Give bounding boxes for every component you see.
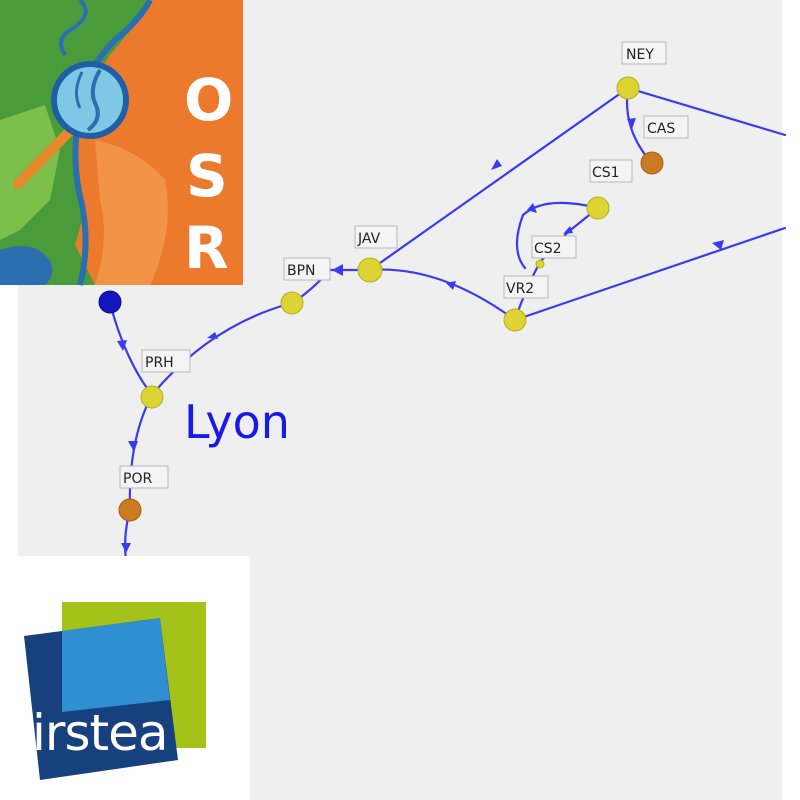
station-markers — [98, 76, 664, 522]
osr-letter-s: S — [186, 142, 228, 210]
city-label-lyon: Lyon — [184, 395, 290, 449]
station-source[interactable] — [98, 290, 122, 314]
route-cs1-to-vr2-loop — [515, 201, 600, 270]
route-east-to-ney — [626, 86, 787, 137]
label-jav: JAV — [357, 231, 381, 247]
arrow-loop — [527, 203, 537, 213]
arrow-cs1-cs2 — [563, 226, 573, 234]
label-bg-ney — [621, 41, 667, 65]
arrow-east-vr2 — [712, 240, 724, 250]
arrow-downstream — [121, 543, 131, 553]
map-margin — [782, 0, 800, 800]
label-ney: NEY — [626, 47, 654, 63]
route-ney-to-jav — [368, 86, 630, 272]
station-cas[interactable] — [640, 151, 664, 175]
osr-river-branch — [59, 0, 88, 57]
arrow-bpn-prh — [207, 332, 218, 339]
osr-letter-r: R — [184, 214, 229, 282]
label-bg-vr2 — [503, 275, 549, 299]
station-jav[interactable] — [357, 257, 383, 283]
flow-arrows — [117, 118, 724, 553]
arrow-ney-jav — [491, 159, 502, 170]
label-bg-jav — [354, 225, 398, 249]
station-cs2[interactable] — [535, 259, 545, 269]
magnifier-river-icon-2 — [75, 71, 84, 109]
arrow-prh-por — [128, 441, 138, 452]
irstea-logo: irstea — [0, 556, 250, 800]
osr-logo: O S R — [0, 0, 243, 286]
label-bg-cas — [643, 115, 689, 139]
magnifier-handle-icon — [13, 128, 73, 189]
station-por[interactable] — [118, 498, 142, 522]
label-bg-por — [119, 465, 169, 489]
arrow-ney-cas — [627, 118, 636, 129]
osr-letter-o: O — [184, 66, 233, 134]
station-prh[interactable] — [140, 385, 164, 409]
label-bg-bpn — [283, 257, 331, 281]
irstea-wordmark: irstea — [32, 704, 168, 762]
station-cs1[interactable] — [586, 196, 610, 220]
route-east-to-vr2 — [513, 226, 787, 322]
label-cs2: CS2 — [534, 241, 562, 257]
arrow-source-prh — [117, 340, 127, 351]
station-labels: NEY CAS CS1 CS2 VR2 JAV BPN PRH POR — [119, 41, 689, 489]
label-bg-prh — [141, 349, 191, 373]
arrow-to-bpn — [332, 264, 343, 276]
osr-orange-lighter — [95, 140, 168, 285]
magnifier-lens-icon — [51, 61, 129, 139]
label-por: POR — [123, 471, 152, 487]
irstea-blue-overlap — [62, 618, 170, 712]
label-bpn: BPN — [287, 263, 316, 279]
route-vr2-to-jav — [368, 268, 517, 322]
station-vr2[interactable] — [503, 308, 527, 332]
label-prh: PRH — [145, 355, 174, 371]
station-bpn[interactable] — [280, 291, 304, 315]
arrow-vr2-jav — [446, 281, 456, 290]
magnifier-river-icon — [86, 68, 102, 132]
label-bg-cs2 — [531, 235, 577, 259]
label-vr2: VR2 — [506, 281, 534, 297]
label-cs1: CS1 — [592, 165, 620, 181]
label-cas: CAS — [647, 121, 675, 137]
label-bg-cs1 — [589, 159, 633, 183]
osr-blue-corner — [0, 246, 53, 285]
station-ney[interactable] — [616, 76, 640, 100]
